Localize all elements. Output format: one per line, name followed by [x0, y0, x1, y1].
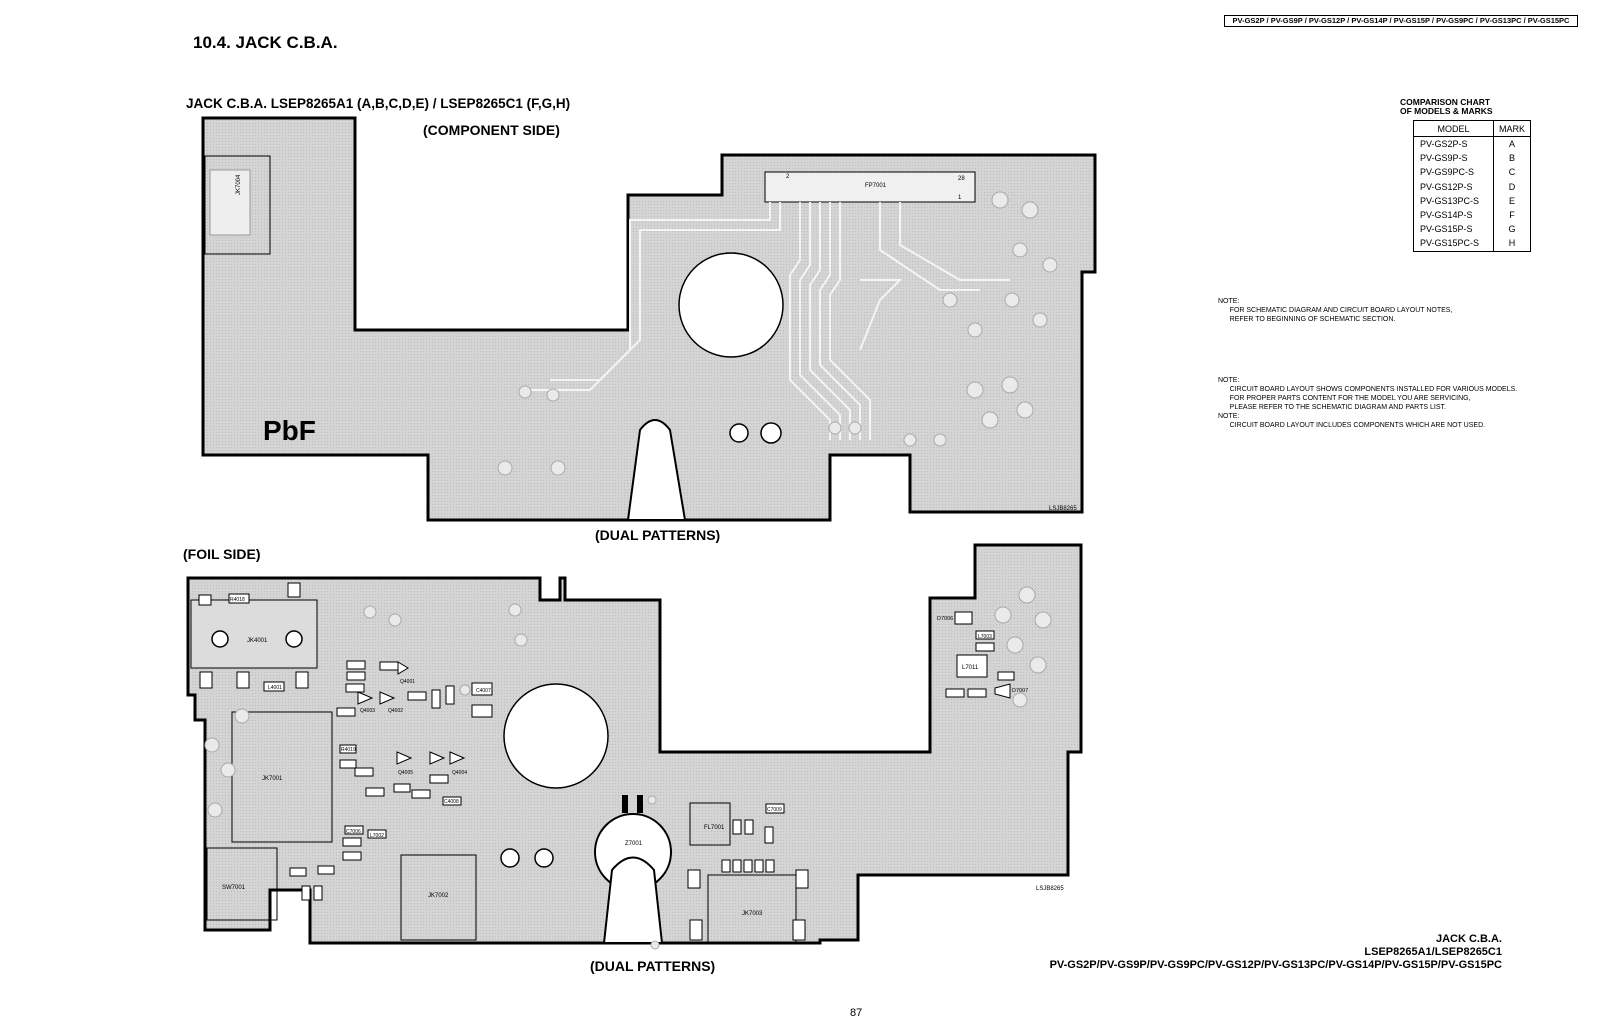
jk7001-label: JK7001 [262, 776, 283, 782]
model-cell: PV-GS14P-S [1413, 207, 1494, 223]
jk7003-label: JK7003 [742, 911, 763, 917]
sw7001-label: SW7001 [222, 885, 246, 891]
jack-jk7004-label: JK7004 [236, 174, 242, 195]
model-cell: PV-GS13PC-S [1413, 193, 1494, 208]
mark-cell: E [1493, 193, 1531, 208]
d7006-label: D7006 [937, 616, 953, 622]
component-side-dual-label: (DUAL PATTERNS) [595, 527, 721, 543]
jack-jk7004 [204, 155, 271, 255]
board-title: JACK C.B.A. LSEP8265A1 (A,B,C,D,E) / LSE… [186, 96, 571, 111]
section-title: 10.4. JACK C.B.A. [193, 33, 338, 52]
c4007-label: C4007 [476, 688, 491, 694]
mark-cell: H [1493, 236, 1531, 252]
model-cell: PV-GS2P-S [1413, 136, 1494, 152]
footer-block: JACK C.B.A. LSEP8265A1/LSEP8265C1 PV-GS2… [1050, 933, 1502, 972]
r4018-label: R4018 [230, 597, 245, 603]
jk7002-label: JK7002 [428, 893, 449, 899]
footer-line3: PV-GS2P/PV-GS9P/PV-GS9PC/PV-GS12P/PV-GS1… [1049, 959, 1502, 971]
connector-pin-28: 28 [958, 176, 965, 182]
foil-side-label: (FOIL SIDE) [183, 546, 261, 562]
column-header-mark: MARK [1493, 120, 1531, 137]
model-cell: PV-GS9P-S [1413, 151, 1494, 166]
l7002-label: L7002 [370, 833, 384, 839]
connector-fp7001 [764, 171, 976, 203]
jack-jk7001 [231, 711, 333, 843]
foil-board-outline [186, 543, 1083, 945]
c7006-label: C7006 [346, 829, 361, 835]
l7011-label: L7011 [962, 665, 979, 671]
component-traces [520, 202, 1010, 440]
foil-board-code: LSJB8265 [1036, 886, 1064, 892]
model-cell: PV-GS12P-S [1413, 179, 1494, 194]
comparison-chart-title-line1: COMPARISON CHART [1400, 97, 1491, 107]
d7007-label: D7007 [1012, 688, 1028, 694]
model-cell: PV-GS15PC-S [1413, 236, 1494, 252]
page-number: 87 [850, 1007, 863, 1019]
mark-cell: C [1493, 165, 1531, 180]
footer-line1: JACK C.B.A. [1435, 933, 1502, 945]
connector-fp7001-label: FP7001 [865, 183, 887, 189]
column-header-model: MODEL [1413, 120, 1494, 137]
mark-cell: G [1493, 222, 1531, 237]
z7001-label: Z7001 [625, 841, 643, 847]
r4019-label: R4019 [341, 747, 356, 753]
component-board-outline [201, 116, 1097, 522]
note-layout: NOTE: CIRCUIT BOARD LAYOUT SHOWS COMPONE… [1218, 377, 1518, 429]
foil-large-hole [503, 683, 609, 789]
coil-l7011 [956, 654, 988, 678]
q4003-label: Q4003 [360, 708, 375, 714]
component-cutout [626, 419, 687, 521]
l7003-label: L7003 [978, 634, 992, 640]
model-cell: PV-GS9PC-S [1413, 165, 1494, 180]
footer-line2: LSEP8265A1/LSEP8265C1 [1364, 946, 1502, 958]
note-schematic: NOTE: FOR SCHEMATIC DIAGRAM AND CIRCUIT … [1218, 298, 1453, 323]
comparison-chart-title: COMPARISON CHART OF MODELS & MARKS [1400, 98, 1528, 116]
model-cell: PV-GS15P-S [1413, 222, 1494, 237]
mark-cell: F [1493, 207, 1531, 223]
foil-side-dual-label: (DUAL PATTERNS) [590, 958, 716, 974]
mark-cell: A [1493, 136, 1531, 152]
q4002-label: Q4002 [388, 708, 403, 714]
component-side-label: (COMPONENT SIDE) [423, 122, 560, 138]
mark-cell: D [1493, 179, 1531, 194]
connector-pin-1: 1 [958, 195, 962, 201]
pbf-mark: PbF [263, 415, 316, 446]
connector-pin-2: 2 [786, 174, 790, 180]
mark-cell: B [1493, 151, 1531, 166]
comparison-chart-title-line2: OF MODELS & MARKS [1400, 106, 1493, 116]
c4008-label: C4008 [444, 799, 459, 805]
c7009-label: C7009 [767, 807, 782, 813]
jack-jk7003 [707, 874, 797, 944]
q4004-label: Q4004 [452, 770, 467, 776]
component-large-hole [678, 252, 784, 358]
q4005-label: Q4005 [398, 770, 413, 776]
models-header: PV-GS2P / PV-GS9P / PV-GS12P / PV-GS14P … [1224, 15, 1578, 27]
component-board-code: LSJB8265 [1049, 506, 1077, 512]
filter-fl7001 [689, 802, 731, 846]
switch-sw7001 [206, 847, 278, 921]
jack-jk7002 [400, 854, 477, 941]
fl7001-label: FL7001 [704, 825, 725, 831]
l4001-label: L4001 [268, 685, 282, 691]
jk4001-label: JK4001 [247, 638, 268, 644]
q4001-label: Q4001 [400, 679, 415, 685]
